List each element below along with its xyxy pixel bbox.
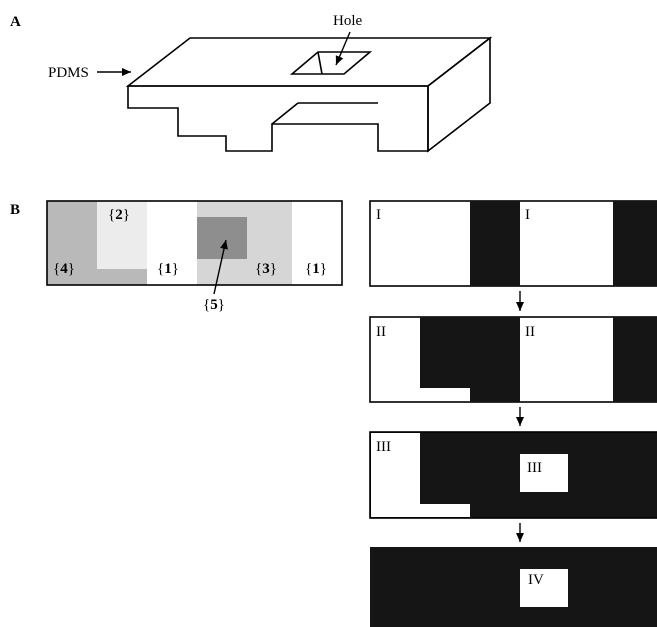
region-2: [97, 201, 147, 269]
region-1a: [147, 201, 197, 285]
step-3-right-label: III: [527, 460, 542, 476]
region-4: [47, 201, 97, 285]
hole-inner-edge: [317, 51, 323, 75]
step-2-right-label: II: [525, 324, 535, 340]
block-right-face: [427, 36, 491, 153]
region-1b-label: {1}: [305, 261, 327, 277]
step-3-white-region: [371, 433, 470, 517]
panel-a-letter: A: [10, 14, 21, 30]
step-4-right-label: IV: [528, 572, 544, 588]
hole-label: Hole: [333, 13, 363, 29]
step-1-left-label: I: [376, 207, 381, 223]
region-2-label: {2}: [108, 207, 130, 223]
hole-outline: [289, 51, 373, 75]
region-map: [46, 200, 343, 286]
pdms-block-drawing: [125, 36, 493, 153]
step-2-panel: [369, 316, 657, 403]
panel-b-letter: B: [10, 202, 20, 218]
step-2-dark-band-right: [613, 317, 657, 402]
step-1-dark-band-right: [613, 201, 657, 286]
region-4-label: {4}: [53, 261, 75, 277]
pdms-label: PDMS: [48, 65, 89, 81]
region-1b: [292, 201, 342, 285]
region-5-arrow: [213, 239, 228, 295]
region-map-border: [46, 200, 343, 286]
region-1a-label: {1}: [157, 261, 179, 277]
step-1-dark-band-left: [470, 201, 520, 286]
step-4-white-window: [520, 569, 568, 607]
step-1-panel: [369, 200, 657, 287]
step-3-left-label: III: [376, 439, 391, 455]
step-2-left-label: II: [376, 324, 386, 340]
hole-arrow: [335, 31, 351, 66]
region-3-label: {3}: [255, 261, 277, 277]
region-5: [197, 217, 247, 259]
block-top-face: [125, 37, 493, 87]
region-5-label: {5}: [203, 297, 225, 313]
step-1-right-label: I: [525, 207, 530, 223]
step-3-white-window: [520, 454, 568, 492]
step-4-panel: [370, 547, 657, 627]
step-2-dark-region: [420, 317, 520, 402]
block-front-face: [127, 85, 429, 152]
step-4-dark-region: [370, 547, 657, 627]
notch-edge-left: [271, 102, 299, 125]
step-3-panel: [369, 431, 657, 519]
